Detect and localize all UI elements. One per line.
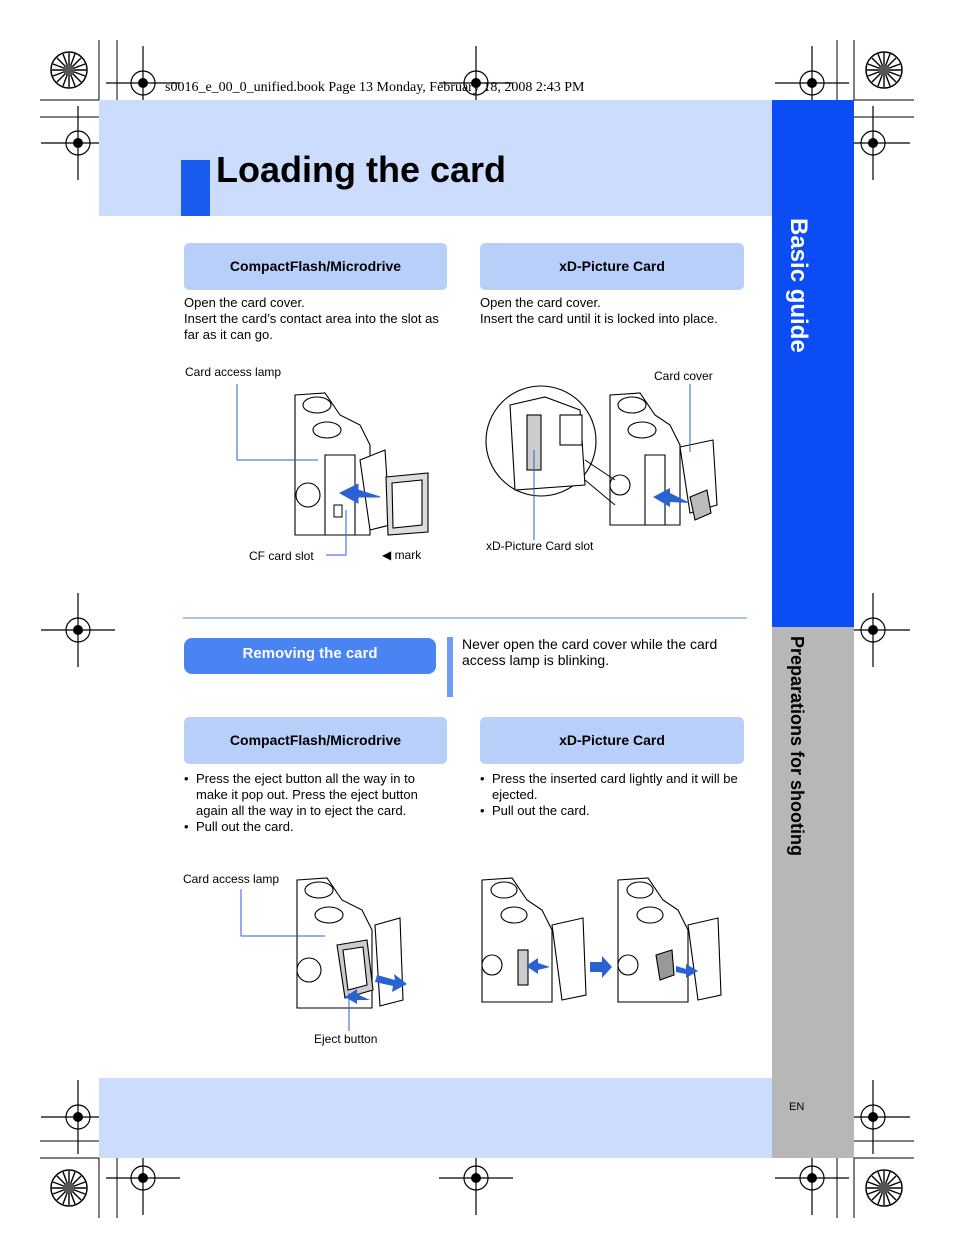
side-tab-basic-guide xyxy=(772,100,854,627)
remove-xd-step-2: Pull out the card. xyxy=(480,803,745,819)
load-xd-line-1: Open the card cover. xyxy=(480,295,601,310)
load-cf-line-2: Insert the card’s contact area into the … xyxy=(184,311,439,342)
load-xd-heading: xD-Picture Card xyxy=(480,243,744,290)
header-band xyxy=(99,100,772,216)
cf-insert-callout-lines xyxy=(236,384,347,556)
label-eject-button: Eject button xyxy=(314,1032,378,1046)
footer-band xyxy=(99,1078,772,1158)
remove-xd-step-1: Press the inserted card lightly and it w… xyxy=(480,771,745,803)
label-xd-card-slot: xD-Picture Card slot xyxy=(486,539,594,553)
label-card-access-lamp-1: Card access lamp xyxy=(185,365,282,379)
label-card-access-lamp-2: Card access lamp xyxy=(183,872,280,886)
side-chapter-title: Preparations for shooting xyxy=(787,636,807,857)
load-cf-heading: CompactFlash/Microdrive xyxy=(184,243,447,290)
load-cf-line-1: Open the card cover. xyxy=(184,295,305,310)
xd-insert-callout-lines xyxy=(533,384,691,540)
remove-cf-heading-label: CompactFlash/Microdrive xyxy=(229,732,402,748)
page-title: Loading the card xyxy=(216,149,507,190)
load-xd-heading-label: xD-Picture Card xyxy=(559,258,665,274)
title-accent-bar xyxy=(181,160,210,216)
cf-remove-illustration xyxy=(296,877,407,1009)
cf-remove-callout-lines xyxy=(240,889,350,1031)
remove-xd-steps: Press the inserted card lightly and it w… xyxy=(480,771,745,819)
load-cf-text: Open the card cover. Insert the card’s c… xyxy=(184,295,452,343)
label-cf-card-slot: CF card slot xyxy=(249,549,314,563)
remove-xd-heading: xD-Picture Card xyxy=(480,717,744,764)
removing-card-heading: Removing the card xyxy=(184,638,436,674)
xd-insert-illustration xyxy=(485,385,718,526)
load-xd-line-2: Insert the card until it is locked into … xyxy=(480,311,718,326)
removal-note: Never open the card cover while the card… xyxy=(462,636,718,668)
load-cf-heading-label: CompactFlash/Microdrive xyxy=(229,258,402,274)
label-mark: ◀ mark xyxy=(382,548,422,562)
remove-cf-heading: CompactFlash/Microdrive xyxy=(184,717,447,764)
remove-xd-heading-label: xD-Picture Card xyxy=(559,732,665,748)
section-divider xyxy=(183,617,747,619)
language-label: EN xyxy=(789,1101,805,1113)
xd-remove-illustration xyxy=(481,877,722,1003)
book-info-line: s0016_e_00_0_unified.book Page 13 Monday… xyxy=(165,80,585,95)
remove-cf-steps: Press the eject button all the way in to… xyxy=(184,771,434,835)
cf-insert-illustration xyxy=(294,392,429,536)
side-tab-chapter xyxy=(772,627,854,1158)
load-xd-text: Open the card cover. Insert the card unt… xyxy=(480,295,750,327)
remove-cf-step-2: Pull out the card. xyxy=(184,819,434,835)
remove-cf-step-1: Press the eject button all the way in to… xyxy=(184,771,434,819)
side-section-title: Basic guide xyxy=(785,218,812,353)
note-accent-bar xyxy=(447,637,453,697)
label-card-cover: Card cover xyxy=(654,369,713,383)
